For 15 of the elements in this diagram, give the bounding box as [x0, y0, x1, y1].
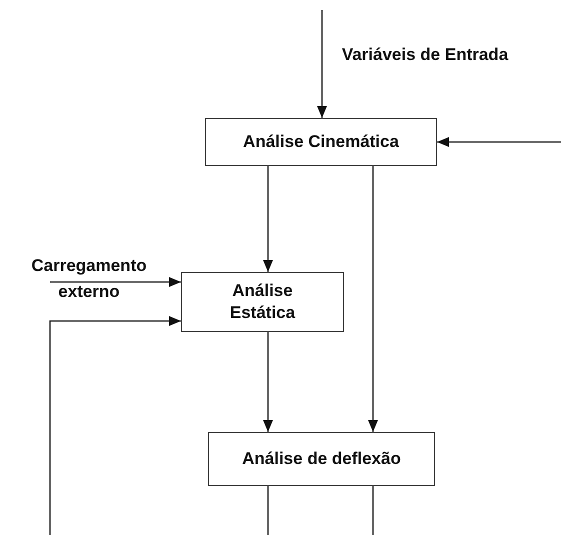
arrow — [49, 316, 181, 535]
process-box — [181, 272, 344, 332]
process-box — [205, 118, 437, 166]
arrow — [437, 137, 561, 147]
process-box — [208, 432, 435, 486]
edge-label: Variáveis de Entrada — [340, 44, 510, 66]
arrow — [368, 166, 378, 432]
box-label: Análise Cinemática — [243, 130, 399, 153]
box-label: Análise de deflexão — [242, 448, 401, 470]
arrow — [263, 332, 273, 432]
arrow — [50, 277, 181, 287]
input-label: Carregamento externo — [30, 254, 148, 303]
box-label: Análise Estática — [228, 280, 296, 324]
arrow — [317, 10, 327, 118]
arrow — [263, 166, 273, 272]
